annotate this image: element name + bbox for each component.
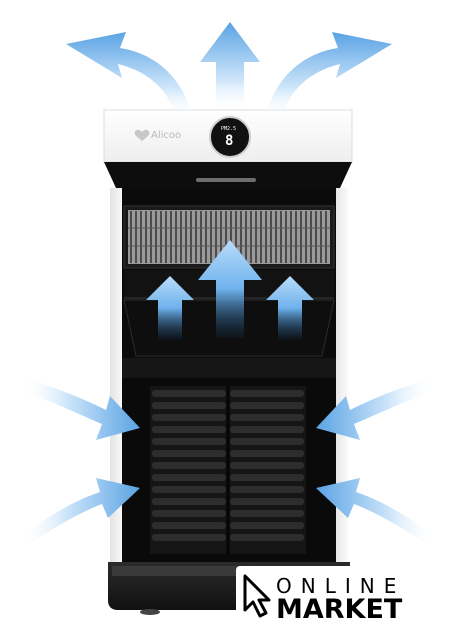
arrow-up-center-icon — [200, 22, 260, 112]
heart-logo-icon — [134, 129, 150, 141]
internal-airflow-arrows — [146, 240, 314, 340]
filter-cylinder — [150, 386, 306, 554]
arrow-inner-center-icon — [198, 240, 262, 338]
arrow-inner-left-icon — [146, 276, 194, 340]
watermark-line-online: ONLINE — [276, 574, 406, 598]
arrow-intake-left-upper-icon — [22, 378, 140, 440]
arrow-curve-right-icon — [266, 32, 392, 118]
display-indicator: PM2.5 — [221, 126, 236, 132]
top-opening — [104, 162, 352, 188]
cursor-logo-icon — [243, 574, 271, 618]
brand-logo: Alicoo — [134, 129, 181, 141]
intake-arrows — [20, 378, 436, 548]
purifier-body — [103, 109, 353, 615]
brand-label: Alicoo — [151, 130, 181, 141]
arrow-intake-left-lower-icon — [20, 478, 140, 548]
arrow-intake-right-upper-icon — [316, 378, 434, 440]
left-side-frame — [110, 188, 124, 568]
display-value: 8 — [225, 133, 233, 149]
outflow-arrows — [66, 22, 392, 118]
right-side-frame — [334, 188, 348, 568]
arrow-curve-left-icon — [66, 32, 192, 118]
arrow-inner-right-icon — [266, 276, 314, 340]
control-display: PM2.5 8 — [209, 116, 251, 158]
online-market-watermark: ONLINE MARKET — [236, 566, 440, 626]
watermark-line-market: MARKET — [276, 594, 403, 625]
arrow-intake-right-lower-icon — [316, 478, 436, 548]
